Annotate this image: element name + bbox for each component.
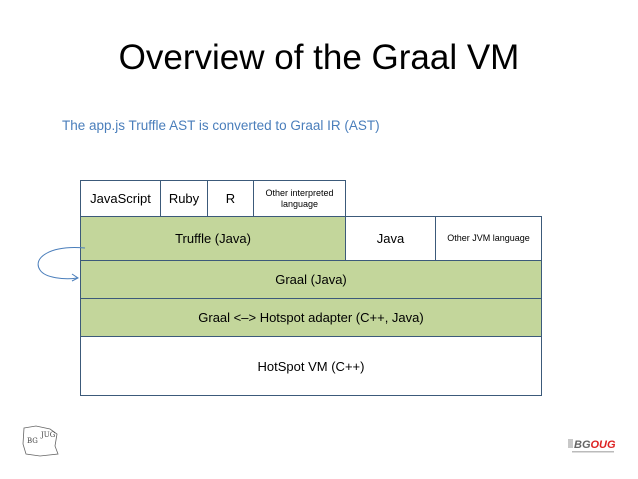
curved-arrow-icon	[37, 247, 86, 282]
box-hotspot: HotSpot VM (C++)	[80, 336, 542, 396]
svg-text:JUG: JUG	[40, 431, 56, 439]
box-other-interpreted: Other interpreted language	[253, 180, 346, 217]
bgjug-logo: BG JUG	[22, 425, 59, 457]
bgoug-logo: BGOUG	[568, 439, 616, 453]
box-r: R	[207, 180, 254, 217]
box-graal: Graal (Java)	[80, 260, 542, 299]
box-adapter: Graal <–> Hotspot adapter (C++, Java)	[80, 298, 542, 337]
svg-text:BG: BG	[27, 437, 38, 445]
svg-text:BGOUG: BGOUG	[574, 439, 616, 451]
box-java: Java	[345, 216, 436, 261]
slide-title: Overview of the Graal VM	[118, 38, 520, 77]
box-ruby: Ruby	[160, 180, 208, 217]
box-other-jvm: Other JVM language	[435, 216, 542, 261]
slide-subtitle: The app.js Truffle AST is converted to G…	[62, 118, 380, 133]
box-javascript: JavaScript	[80, 180, 161, 217]
box-truffle: Truffle (Java)	[80, 216, 346, 261]
